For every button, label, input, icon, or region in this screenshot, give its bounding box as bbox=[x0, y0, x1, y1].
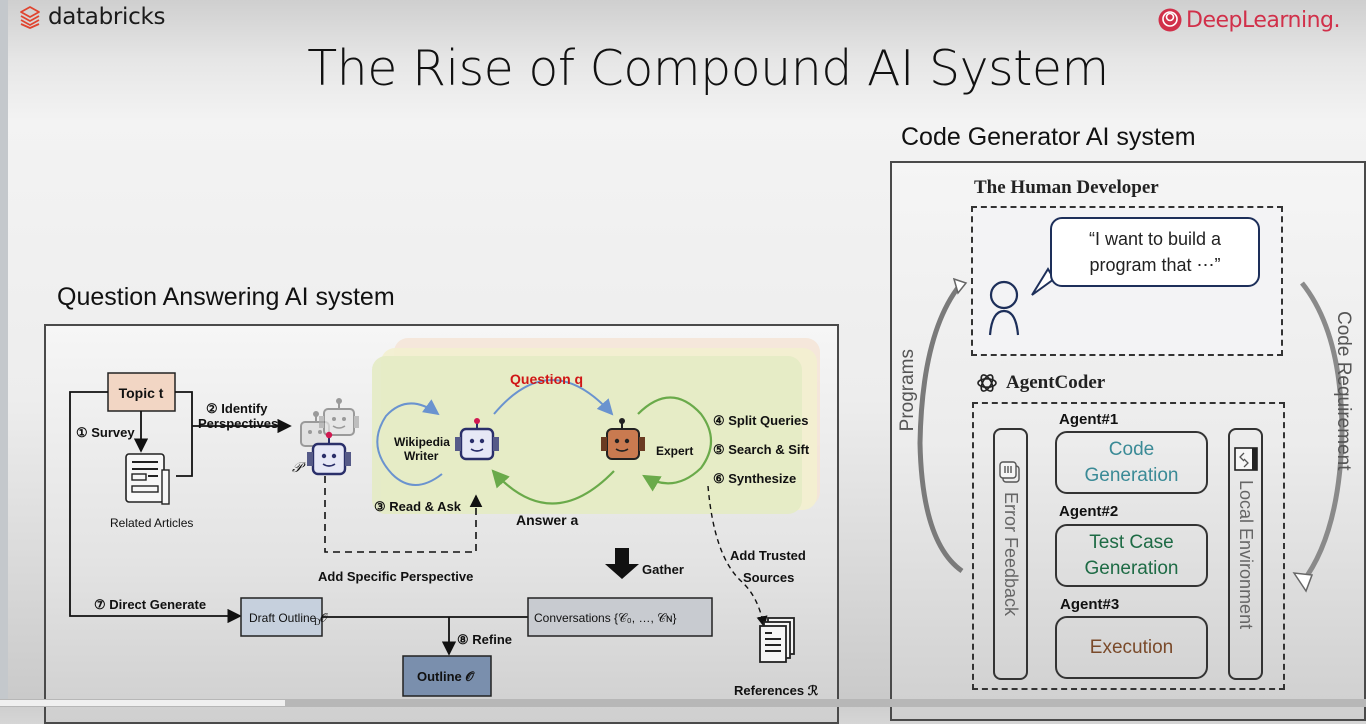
code-system-label: Code Generator AI system bbox=[901, 123, 1196, 151]
agent-1-label: Agent#1 bbox=[1059, 411, 1119, 428]
speech-line-1: “I want to build a bbox=[1088, 229, 1222, 249]
expert-robot-icon bbox=[601, 418, 645, 460]
gather-arrow-icon bbox=[605, 548, 639, 579]
references-icon bbox=[759, 617, 795, 663]
agent-3-label: Agent#3 bbox=[1060, 596, 1120, 613]
deeplearning-wordmark: DeepLearning. bbox=[1186, 7, 1340, 33]
conversations-box bbox=[527, 597, 713, 637]
databricks-logo: databricks bbox=[18, 4, 166, 30]
error-feedback-bar: Error Feedback bbox=[993, 428, 1028, 680]
error-log-icon bbox=[999, 461, 1020, 483]
direct-generate-arrow bbox=[69, 391, 242, 624]
add-trusted-label-1: Add Trusted bbox=[730, 548, 806, 563]
human-developer-title: The Human Developer bbox=[974, 177, 1159, 198]
deeplearning-logo: DeepLearning. bbox=[1157, 7, 1340, 33]
draft-outline-subscript: D bbox=[314, 617, 321, 627]
video-progress-track[interactable] bbox=[0, 699, 1366, 707]
error-feedback-label: Error Feedback bbox=[1001, 492, 1021, 617]
perspective-robots-icon bbox=[300, 398, 359, 476]
expert-label: Expert bbox=[656, 444, 693, 458]
writer-loop-arrow bbox=[376, 399, 443, 486]
read-ask-label: ③ Read & Ask bbox=[374, 499, 462, 514]
survey-label: ① Survey bbox=[76, 425, 135, 440]
references-label: References ℛ bbox=[734, 683, 819, 698]
code-requirement-label: Code Requirement bbox=[1333, 311, 1354, 471]
direct-generate-label: ⑦ Direct Generate bbox=[94, 597, 206, 612]
writer-label-2: Writer bbox=[404, 449, 439, 463]
writer-label-1: Wikipedia bbox=[394, 435, 450, 449]
code-generator-panel: The Human Developer “I want to build a p… bbox=[890, 161, 1366, 721]
execution-label: Execution bbox=[1089, 636, 1174, 658]
qa-diagram-panel: Topic t ① Survey ② Identify Perspectives… bbox=[44, 324, 839, 724]
answer-arrow bbox=[491, 469, 615, 505]
step-split-queries: ④ Split Queries bbox=[713, 413, 808, 428]
speech-line-2: program that ⋯” bbox=[1089, 255, 1221, 275]
draft-outline-label: Draft Outline 𝒪 bbox=[249, 611, 329, 625]
question-label: Question q bbox=[510, 371, 583, 387]
deeplearning-circle-icon bbox=[1158, 8, 1182, 32]
code-requirement-arrow bbox=[1300, 281, 1345, 585]
add-trusted-sources-line bbox=[707, 485, 768, 628]
topic-label: Topic t bbox=[119, 385, 164, 401]
databricks-stack-icon bbox=[20, 6, 40, 29]
add-specific-label: Add Specific Perspective bbox=[318, 569, 473, 584]
slide-title: The Rise of Compound AI System bbox=[307, 40, 1109, 97]
add-trusted-label-2: Sources bbox=[743, 570, 794, 585]
perspectives-symbol: 𝒫 bbox=[292, 461, 306, 476]
conversations-label: Conversations {𝒞₀, …, 𝒞ɴ} bbox=[534, 611, 677, 625]
execution-box: Execution bbox=[1055, 616, 1208, 679]
code-window-icon bbox=[1234, 447, 1258, 471]
answer-label: Answer a bbox=[516, 512, 578, 528]
local-environment-bar: Local Environment bbox=[1228, 428, 1263, 680]
gather-label: Gather bbox=[642, 562, 684, 577]
code-generation-line-1: Code bbox=[1108, 438, 1155, 460]
openai-logo-icon bbox=[977, 374, 997, 392]
articles-link-line bbox=[175, 391, 193, 477]
agentcoder-box bbox=[972, 402, 1285, 690]
refine-label: ⑧ Refine bbox=[457, 632, 512, 647]
expert-loop-arrow bbox=[637, 396, 713, 492]
related-articles-icon bbox=[125, 453, 170, 505]
test-case-generation-box: Test Case Generation bbox=[1055, 524, 1208, 587]
code-generation-line-2: Generation bbox=[1084, 464, 1179, 486]
qa-system-label: Question Answering AI system bbox=[57, 283, 395, 311]
identify-label-2: Perspectives bbox=[198, 416, 278, 431]
wikipedia-writer-robot-icon bbox=[455, 418, 499, 461]
agentcoder-label: AgentCoder bbox=[1006, 372, 1106, 393]
agent-2-label: Agent#2 bbox=[1059, 503, 1119, 520]
speech-bubble: “I want to build a program that ⋯” bbox=[1050, 217, 1260, 287]
outline-box bbox=[402, 655, 492, 697]
qa-diagram: Topic t ① Survey ② Identify Perspectives… bbox=[69, 338, 820, 698]
databricks-wordmark: databricks bbox=[48, 4, 166, 30]
outline-label: Outline 𝒪 bbox=[417, 669, 475, 684]
agentcoder-title: AgentCoder bbox=[976, 372, 1105, 394]
add-specific-perspective-line bbox=[324, 476, 483, 553]
programs-label: Programs bbox=[897, 349, 918, 432]
window-edge bbox=[0, 0, 8, 707]
identify-label-1: ② Identify bbox=[206, 401, 268, 416]
step-search-sift: ⑤ Search & Sift bbox=[713, 442, 810, 457]
test-case-line-2: Generation bbox=[1084, 557, 1179, 579]
code-generation-box: Code Generation bbox=[1055, 431, 1208, 494]
related-articles-label: Related Articles bbox=[110, 516, 193, 530]
step-synthesize: ⑥ Synthesize bbox=[713, 471, 796, 486]
video-progress-fill bbox=[0, 700, 285, 706]
question-arrow bbox=[493, 379, 614, 416]
person-icon bbox=[988, 267, 1056, 336]
programs-arrow bbox=[917, 283, 964, 574]
flow-arrows bbox=[917, 277, 1345, 593]
test-case-line-1: Test Case bbox=[1089, 531, 1174, 553]
local-environment-label: Local Environment bbox=[1236, 480, 1256, 630]
